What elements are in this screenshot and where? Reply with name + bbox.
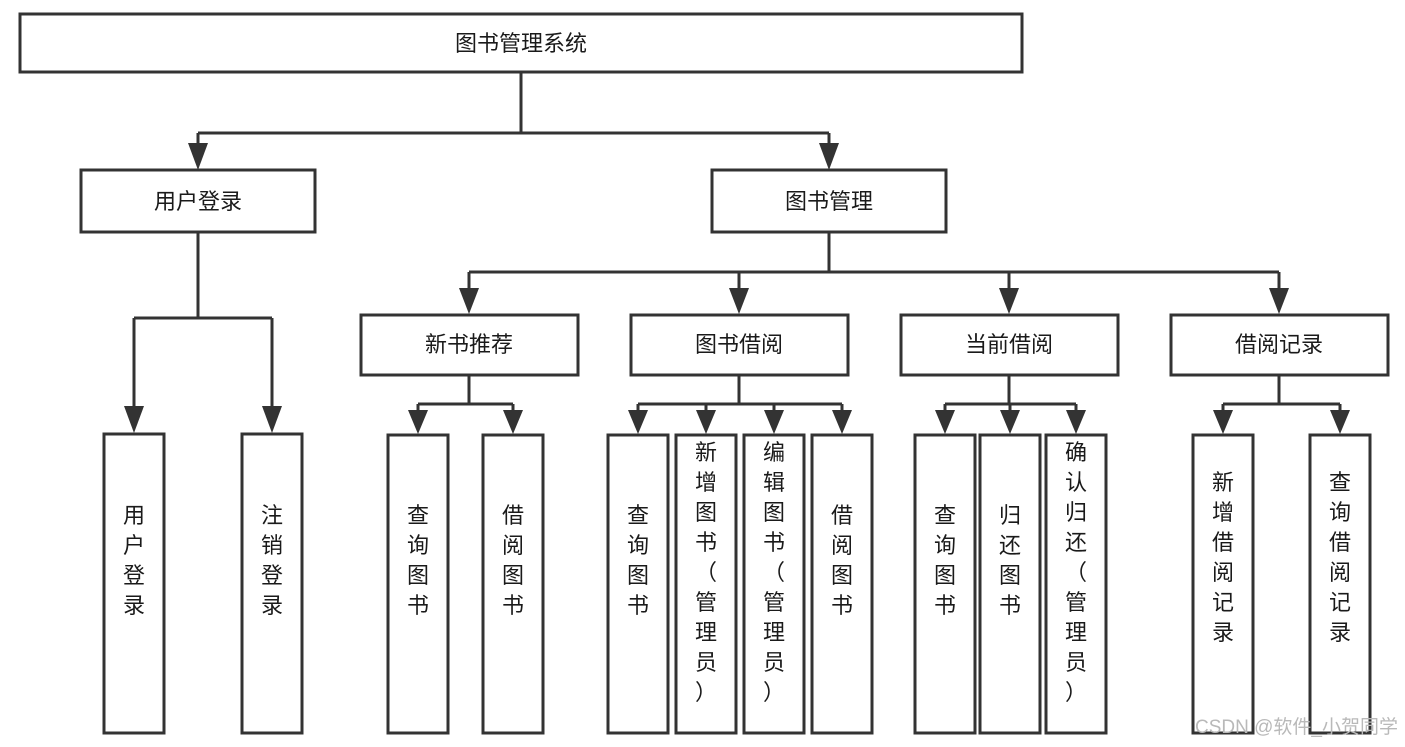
connector-layer	[124, 72, 1350, 434]
node-borrow-record[interactable]: 借阅记录	[1169, 313, 1390, 377]
leaf-user-logout-label: 注销登录	[261, 503, 283, 618]
leaf-user-logout-box[interactable]	[240, 432, 304, 735]
leaf-return-book[interactable]: 归还图书	[978, 433, 1042, 735]
node-borrow-record-box[interactable]	[1169, 313, 1390, 377]
leaf-query-book-1-box[interactable]	[386, 433, 450, 735]
node-root-box[interactable]	[18, 12, 1024, 74]
node-book-borrow-box[interactable]	[629, 313, 850, 377]
leaf-return-book-box[interactable]	[978, 433, 1042, 735]
leaf-confirm-return[interactable]: 确认归还（管理员）	[1044, 433, 1108, 735]
leaf-borrow-book-2-box[interactable]	[810, 433, 874, 735]
arrow-head-leaf-borrow-book-1	[503, 410, 523, 434]
arrow-head-book-manage	[819, 143, 839, 170]
node-root[interactable]: 图书管理系统	[18, 12, 1024, 74]
arrow-head-leaf-query-record	[1330, 410, 1350, 434]
arrow-head-leaf-return-book	[1000, 410, 1020, 434]
leaf-add-record[interactable]: 新增借阅记录	[1191, 433, 1255, 735]
leaf-query-record[interactable]: 查询借阅记录	[1308, 433, 1372, 735]
leaf-query-book-3-box[interactable]	[913, 433, 977, 735]
arrow-head-leaf-add-record	[1213, 410, 1233, 434]
leaf-borrow-book-1[interactable]: 借阅图书	[481, 433, 545, 735]
leaf-user-login-label: 用户登录	[123, 503, 145, 618]
arrow-head-leaf-query-book-1	[408, 410, 428, 434]
leaf-return-book-label: 归还图书	[999, 503, 1021, 618]
arrow-head-leaf-user-login	[124, 406, 144, 433]
arrow-head-leaf-query-book-3	[935, 410, 955, 434]
leaf-add-record-box[interactable]	[1191, 433, 1255, 735]
leaf-query-book-1-label: 查询图书	[407, 503, 429, 618]
leaf-user-login[interactable]: 用户登录	[102, 432, 166, 735]
arrow-head-leaf-edit-book	[764, 410, 784, 434]
leaf-query-book-1[interactable]: 查询图书	[386, 433, 450, 735]
arrow-head-user-login	[188, 143, 208, 170]
node-book-manage-box[interactable]	[710, 168, 948, 234]
node-root-label: 图书管理系统	[455, 31, 587, 56]
node-borrow-record-label: 借阅记录	[1235, 332, 1323, 357]
leaf-user-logout[interactable]: 注销登录	[240, 432, 304, 735]
arrow-head-current-borrow	[999, 288, 1019, 314]
leaf-query-book-3[interactable]: 查询图书	[913, 433, 977, 735]
leaf-borrow-book-1-box[interactable]	[481, 433, 545, 735]
node-new-book-recommend-label: 新书推荐	[425, 332, 513, 357]
node-new-book-recommend[interactable]: 新书推荐	[359, 313, 580, 377]
leaf-query-book-2-box[interactable]	[606, 433, 670, 735]
leaf-edit-book-label: 编辑图书（管理员）	[763, 440, 785, 705]
node-book-manage[interactable]: 图书管理	[710, 168, 948, 234]
leaf-query-book-2-label: 查询图书	[627, 503, 649, 618]
arrow-head-leaf-borrow-book-2	[832, 410, 852, 434]
arrow-head-borrow-record	[1269, 288, 1289, 314]
node-user-login-label: 用户登录	[154, 189, 242, 214]
leaf-edit-book[interactable]: 编辑图书（管理员）	[742, 433, 806, 735]
leaf-add-book[interactable]: 新增图书（管理员）	[674, 433, 738, 735]
leaf-add-book-label: 新增图书（管理员）	[695, 440, 717, 705]
leaf-confirm-return-box[interactable]	[1044, 433, 1108, 735]
node-user-login-box[interactable]	[79, 168, 317, 234]
arrow-head-leaf-user-logout	[262, 406, 282, 433]
leaf-add-book-box[interactable]	[674, 433, 738, 735]
leaf-confirm-return-label: 确认归还（管理员）	[1065, 440, 1087, 705]
leaf-query-record-label: 查询借阅记录	[1329, 470, 1351, 645]
node-new-book-recommend-box[interactable]	[359, 313, 580, 377]
leaf-borrow-book-1-label: 借阅图书	[502, 503, 524, 618]
csdn-watermark: CSDN @软件_小贺同学	[1195, 716, 1398, 738]
node-current-borrow-box[interactable]	[899, 313, 1120, 377]
leaf-query-record-box[interactable]	[1308, 433, 1372, 735]
leaf-query-book-2[interactable]: 查询图书	[606, 433, 670, 735]
node-book-borrow[interactable]: 图书借阅	[629, 313, 850, 377]
arrow-head-new-book-recommend	[459, 288, 479, 314]
leaf-user-login-box[interactable]	[102, 432, 166, 735]
arrow-head-leaf-add-book	[696, 410, 716, 434]
leaf-borrow-book-2[interactable]: 借阅图书	[810, 433, 874, 735]
leaf-borrow-book-2-label: 借阅图书	[831, 503, 853, 618]
leaf-add-record-label: 新增借阅记录	[1212, 470, 1234, 645]
node-book-borrow-label: 图书借阅	[695, 332, 783, 357]
arrow-head-book-borrow	[729, 288, 749, 314]
node-user-login[interactable]: 用户登录	[79, 168, 317, 234]
node-current-borrow-label: 当前借阅	[965, 332, 1053, 357]
node-current-borrow[interactable]: 当前借阅	[899, 313, 1120, 377]
arrow-head-leaf-confirm-return	[1066, 410, 1086, 434]
leaf-edit-book-box[interactable]	[742, 433, 806, 735]
arrow-head-leaf-query-book-2	[628, 410, 648, 434]
node-book-manage-label: 图书管理	[785, 189, 873, 214]
leaf-query-book-3-label: 查询图书	[934, 503, 956, 618]
